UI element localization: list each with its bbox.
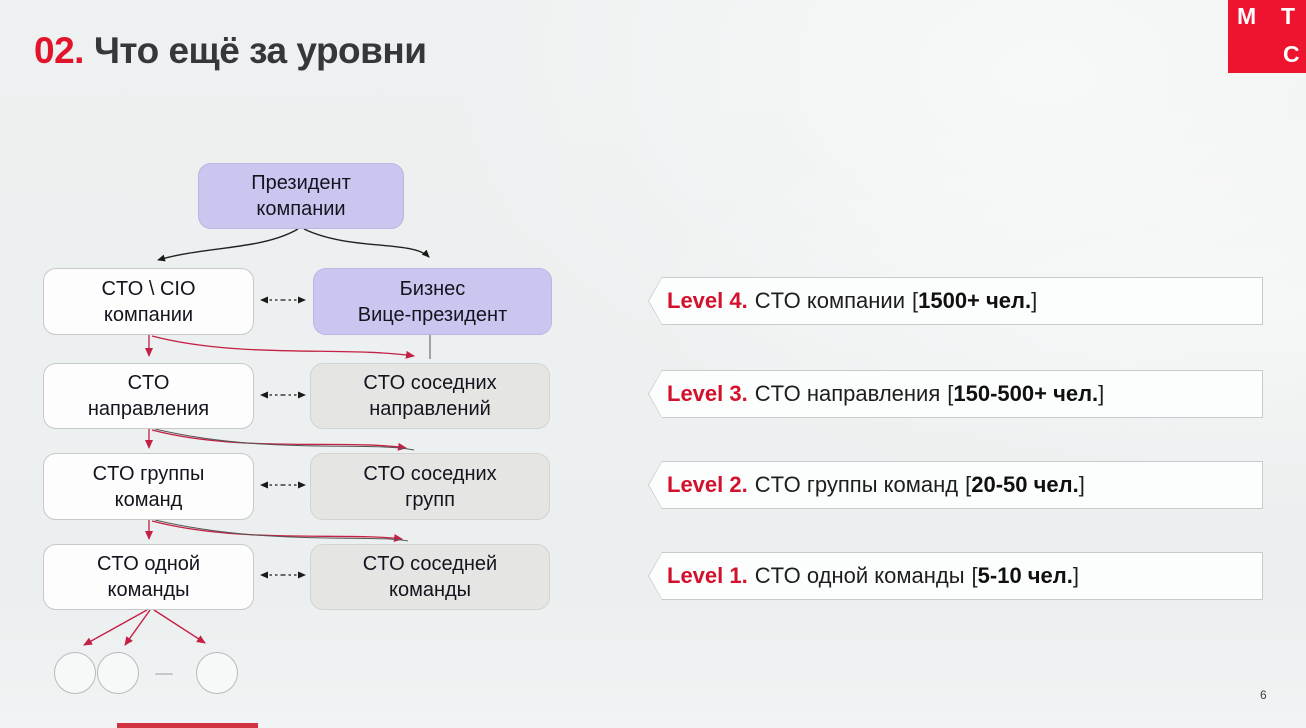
level-2-bracket-close: ] [1078,472,1085,497]
level-2-banner-body: Level 2. CTO группы команд [20-50 чел.] [649,462,1262,508]
org-node-cto-dir-line2: направления [87,398,210,420]
org-node-cto-cio-line1: CTO \ CIO [101,277,196,300]
org-node-cto-team-line2: команды [107,579,190,601]
org-node-cto-cio-line2: компании [103,303,194,326]
org-node-biz-vp: Бизнес Вице-президент [313,268,552,335]
bottom-red-progress-bar [117,723,258,728]
curve-to-neighbor-team [151,520,403,542]
level-2-text: CTO группы команд [754,472,959,497]
org-node-neighbor-dirs-line2: направлений [369,398,491,420]
level-2-label: Level 2. [667,472,748,497]
mts-logo: М Т С [1228,0,1306,73]
org-node-neighbor-groups: CTO соседних групп [310,453,550,520]
line-companion-row3 [154,428,415,451]
org-node-neighbor-groups-line1: CTO соседних [363,462,497,485]
level-1-banner: Level 1. CTO одной команды [5-10 чел.] [648,552,1263,600]
team-member-circle-3 [196,652,238,694]
slide-title-number: 02. [34,30,84,71]
level-3-bracket-open: [ [947,381,954,406]
level-1-label: Level 1. [667,563,748,588]
peer-dotted-arrows [260,296,306,579]
level-1-text: CTO одной команды [754,563,965,588]
level-4-banner: Level 4. CTO компании [1500+ чел.] [648,277,1263,325]
org-node-neighbor-dirs-line1: CTO соседних [363,372,497,394]
org-node-president-line1: Президент [251,172,351,194]
page-number: 6 [1260,688,1267,702]
level-3-bracket-close: ] [1098,381,1105,406]
org-node-cto-group: CTO группы команд [43,453,254,520]
level-4-bracket-open: [ [911,288,919,313]
arrow-president-to-biz-vp [303,228,430,258]
fan-arrow-2 [124,609,151,646]
org-node-president: Президент компании [198,163,404,229]
level-3-banner-body: Level 3. CTO направления [150-500+ чел.] [649,371,1262,417]
level-3-label: Level 3. [667,381,748,406]
level-2-count: 20-50 чел. [971,472,1079,497]
org-node-biz-vp-line2: Вице-президент [357,303,508,326]
level-4-text: CTO компании [754,288,905,313]
org-node-cto-group-line2: команд [114,488,183,511]
level-1-bracket-close: ] [1072,563,1080,588]
org-node-cto-group-line1: CTO группы [92,462,205,485]
level-1-count: 5-10 чел. [977,563,1073,588]
org-node-cto-team-line1: CTO одной [96,553,201,575]
arrow-president-to-cto-cio [157,228,299,262]
org-node-cto-dir: CTO направления [43,363,254,429]
org-node-biz-vp-line1: Бизнес [399,277,466,300]
team-member-circle-2 [97,652,139,694]
org-node-neighbor-team-line2: команды [388,579,472,601]
fan-arrow-3 [153,609,206,644]
level-1-banner-body: Level 1. CTO одной команды [5-10 чел.] [649,553,1262,599]
slide-title: 02.Что ещё за уровни [34,30,427,72]
level-3-count: 150-500+ чел. [953,381,1099,406]
curve-to-neighbor-dirs [151,335,415,359]
level-2-banner: Level 2. CTO группы команд [20-50 чел.] [648,461,1263,509]
level-4-bracket-close: ] [1031,288,1038,313]
fan-arrow-1 [83,609,148,646]
logo-letter-m: М [1237,3,1257,29]
level-4-banner-body: Level 4. CTO компании [1500+ чел.] [649,278,1262,324]
org-node-cto-cio: CTO \ CIO компании [43,268,254,335]
level-3-banner: Level 3. CTO направления [150-500+ чел.] [648,370,1263,418]
logo-letter-t: Т [1281,3,1296,29]
org-node-neighbor-dirs: CTO соседних направлений [310,363,550,429]
org-node-cto-dir-line1: CTO [127,372,170,394]
org-node-neighbor-team-line1: CTO соседней [362,553,498,575]
slide-title-text: Что ещё за уровни [93,30,427,71]
team-member-circle-1 [54,652,96,694]
curve-to-neighbor-groups [151,429,407,451]
fan-arrows [83,609,206,646]
level-3-text: CTO направления [754,381,941,406]
ellipsis-dash [155,673,173,675]
level-2-bracket-open: [ [965,472,972,497]
level-1-bracket-open: [ [971,563,978,588]
org-node-cto-team: CTO одной команды [43,544,254,610]
org-node-president-line2: компании [256,198,346,220]
level-4-label: Level 4. [667,288,748,313]
logo-letter-s: С [1283,41,1300,67]
org-node-neighbor-team: CTO соседней команды [310,544,550,610]
line-companion-row4 [154,519,409,542]
org-node-neighbor-groups-line2: групп [405,488,455,511]
level-4-count: 1500+ чел. [918,288,1032,313]
